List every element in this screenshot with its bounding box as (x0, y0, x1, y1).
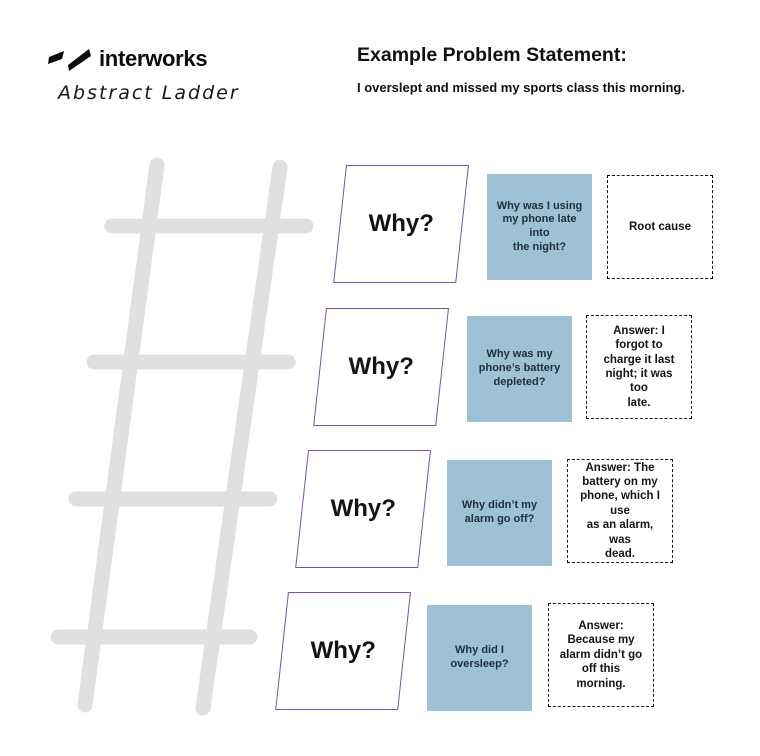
answer-text-2: Answer: I forgot to charge it last night… (603, 324, 675, 409)
example-problem-header: Example Problem Statement: I overslept a… (357, 44, 717, 95)
question-text-2: Why was my phone’s battery depleted? (478, 348, 561, 388)
why-label-4: Why? (310, 637, 376, 664)
question-text-1: Why was I using my phone late into the n… (496, 199, 583, 253)
question-card-3[interactable]: Why didn’t my alarm go off? (447, 460, 552, 566)
problem-statement: I overslept and missed my sports class t… (357, 80, 685, 95)
answer-text-4: Answer: Because my alarm didn’t go off t… (559, 620, 643, 690)
answer-text-3: Answer: The battery on my phone, which I… (580, 461, 660, 560)
ladder-left-rail (77, 157, 165, 713)
ladder-right-rail (195, 159, 288, 716)
answer-card-2[interactable]: Answer: I forgot to charge it last night… (586, 315, 692, 419)
question-card-4[interactable]: Why did I oversleep? (427, 605, 532, 711)
answer-card-4[interactable]: Answer: Because my alarm didn’t go off t… (548, 603, 654, 707)
answer-text-1: Root cause (629, 220, 691, 233)
why-shape-1[interactable]: Why? (333, 165, 469, 283)
interworks-logo: interworks (46, 44, 208, 74)
question-card-2[interactable]: Why was my phone’s battery depleted? (467, 316, 572, 422)
answer-card-1[interactable]: Root cause (607, 175, 713, 279)
answer-card-3[interactable]: Answer: The battery on my phone, which I… (567, 459, 673, 563)
interworks-logo-icon (48, 49, 91, 71)
board-title: Abstract Ladder (58, 82, 240, 104)
why-label-2: Why? (348, 353, 414, 380)
question-card-1[interactable]: Why was I using my phone late into the n… (487, 174, 592, 280)
why-shape-4[interactable]: Why? (275, 592, 411, 710)
why-label-1: Why? (368, 210, 434, 237)
page-title: Example Problem Statement: (357, 44, 627, 66)
question-text-3: Why didn’t my alarm go off? (461, 499, 538, 525)
question-text-4: Why did I oversleep? (450, 644, 509, 670)
why-shape-3[interactable]: Why? (295, 450, 431, 568)
why-label-3: Why? (330, 495, 396, 522)
logo-wordmark: interworks (99, 46, 208, 71)
why-shape-2[interactable]: Why? (313, 308, 449, 426)
